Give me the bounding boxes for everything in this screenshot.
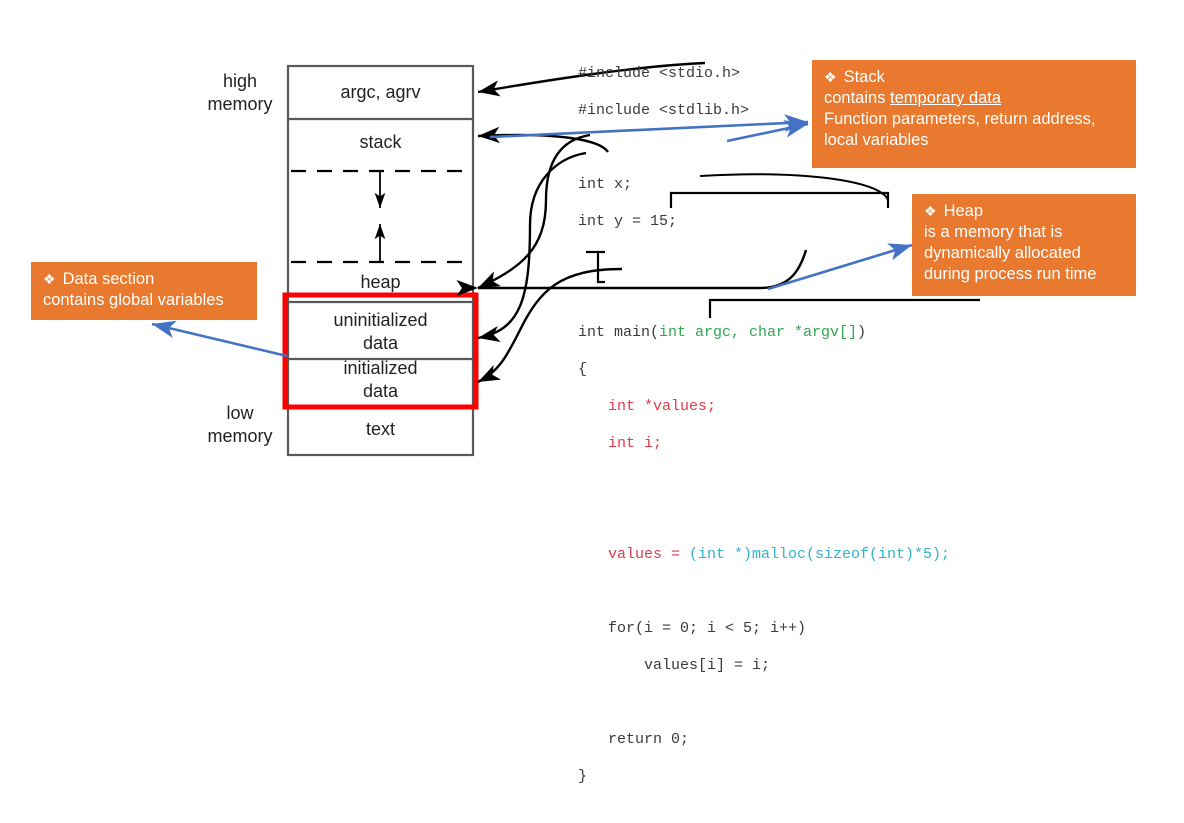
segment-text: text (365, 419, 395, 439)
code-line-for: for(i = 0; i < 5; i++) (608, 619, 807, 637)
malloc-lhs: values = (608, 545, 690, 563)
callout-data-section-line-1: contains global variables (43, 291, 224, 309)
bracket-local-decls (596, 250, 605, 284)
diamond-bullet-icon: ❖ (924, 203, 937, 219)
callout-heap: ❖ Heap is a memory that is dynamically al… (912, 194, 1136, 296)
callout-heap-line-1: is a memory that is (924, 223, 1063, 241)
callout-stack-header: ❖ Stack (824, 67, 1126, 88)
callout-stack-line-1-underlined: temporary data (890, 89, 1002, 107)
arrow-heap-line (456, 249, 808, 297)
segment-stack: stack (359, 132, 402, 152)
code-spacer-3 (578, 287, 950, 306)
callout-stack-line-2: Function parameters, return address, (824, 110, 1096, 128)
code-line-include-stdio: #include <stdio.h> (578, 64, 741, 82)
bracket-malloc (708, 298, 980, 318)
high-memory-line2: memory (207, 94, 273, 114)
code-line-decl-i: int i; (608, 434, 663, 452)
data-section-highlight (282, 292, 479, 410)
segment-uninitialized-data-line2: data (362, 333, 399, 353)
code-line-global-y: int y = 15; (578, 212, 678, 230)
diagram-artwork (151, 61, 980, 457)
code-spacer-5 (578, 509, 950, 528)
diamond-bullet-icon: ❖ (824, 69, 837, 85)
code-spacer-4 (578, 472, 950, 491)
main-kw: int main( (578, 323, 660, 341)
code-line-malloc: values = (int *)malloc(sizeof(int)*5); (578, 546, 950, 565)
segment-initialized-data-line2: data (362, 381, 399, 401)
arrow-argv (477, 61, 706, 97)
bracket-main-params (669, 191, 890, 208)
blue-callout-arrows (151, 114, 913, 358)
segment-uninitialized-data: uninitialized data (288, 309, 473, 355)
code-line-brace-open: { (578, 360, 588, 378)
blue-arrow-heap (767, 243, 913, 291)
segment-heap: heap (360, 272, 401, 292)
malloc-rhs: (int *)malloc(sizeof(int)*5); (689, 545, 951, 563)
main-paren-close: ) (857, 323, 867, 341)
callout-stack-title: Stack (843, 68, 885, 86)
code-spacer-2 (578, 250, 950, 269)
callout-heap-title: Heap (943, 202, 984, 220)
callout-data-section-title: Data section (62, 270, 155, 288)
arrow-global-y (477, 151, 587, 342)
callout-stack-line-1: contains temporary data (824, 88, 1126, 109)
high-memory-line1: high (222, 71, 258, 91)
segment-argc-argv: argc, agrv (340, 82, 421, 102)
code-line-brace-close: } (578, 767, 588, 785)
blue-arrow-stack-1 (489, 114, 809, 139)
code-brackets (586, 191, 980, 318)
callout-stack: ❖ Stack contains temporary data Function … (812, 60, 1136, 168)
code-line-return: return 0; (608, 730, 690, 748)
code-line-for-body: values[i] = i; (608, 656, 771, 674)
low-memory-label: low memory (200, 402, 280, 448)
segment-initialized-data: initialized data (288, 357, 473, 403)
high-memory-label: high memory (200, 70, 280, 116)
main-params: int argc, char *argv[] (659, 323, 858, 341)
low-memory-line1: low (226, 403, 254, 423)
segment-uninitialized-data-line1: uninitialized (333, 310, 428, 330)
code-line-decl-values: int *values; (608, 397, 717, 415)
code-spacer-7 (578, 694, 950, 713)
diamond-bullet-icon: ❖ (43, 271, 56, 287)
low-memory-line2: memory (207, 426, 273, 446)
code-line-main-signature: int main(int argc, char *argv[]) (578, 324, 950, 343)
callout-data-section: ❖ Data section contains global variables (31, 262, 257, 320)
callout-heap-header: ❖ Heap (924, 201, 1126, 222)
code-line-include-stdlib: #include <stdlib.h> (578, 101, 750, 119)
segment-initialized-data-line1: initialized (343, 358, 418, 378)
callout-heap-line-2: dynamically allocated (924, 244, 1081, 262)
blue-arrow-stack-2 (726, 120, 809, 143)
blue-arrow-data-section (151, 320, 288, 358)
memory-layout-box (286, 64, 475, 457)
arrow-global-x (477, 133, 591, 290)
callout-stack-line-3: local variables (824, 131, 929, 149)
code-line-global-x: int x; (578, 175, 633, 193)
code-spacer-6 (578, 583, 950, 602)
arrow-heap-alloc (477, 267, 623, 384)
code-to-memory-connectors (456, 61, 889, 384)
slide-canvas: high memory low memory argc, agrv stack … (31, 60, 1136, 785)
callout-data-section-header: ❖ Data section (43, 269, 247, 290)
callout-stack-line-1-pre: contains (824, 89, 891, 107)
callout-heap-line-3: during process run time (924, 265, 1097, 283)
